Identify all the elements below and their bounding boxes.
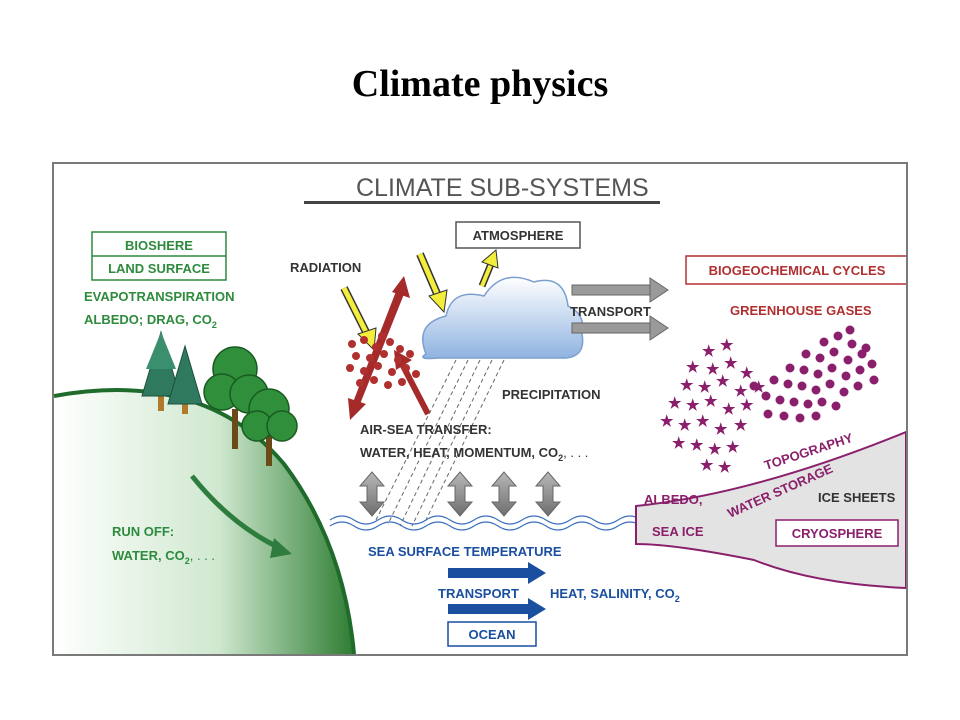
sea-surface-temperature-label: SEA SURFACE TEMPERATURE: [368, 544, 562, 559]
svg-text:★: ★: [740, 397, 754, 414]
incoming-radiation-arrow-icon: [416, 252, 448, 314]
ocean-transport-label: TRANSPORT: [438, 586, 519, 601]
cryosphere-box: [775, 519, 899, 547]
land-surface: [54, 390, 354, 654]
svg-text:★: ★: [702, 343, 716, 360]
land-surface-edge: [54, 388, 356, 654]
svg-text:★: ★: [734, 417, 748, 434]
svg-text:★: ★: [720, 337, 734, 354]
greenhouse-gas-molecules: [749, 325, 879, 423]
svg-text:★: ★: [714, 421, 728, 438]
deciduous-tree-icon: [203, 346, 269, 449]
climate-subsystems-diagram: CLIMATE SUB-SYSTEMS BIOSHERE LAND SURFAC…: [54, 174, 906, 654]
atmosphere-transport-label: TRANSPORT: [570, 304, 651, 319]
longwave-radiation-arrow-icon: [348, 284, 407, 420]
greenhouse-gas-stars: ★★★ ★★★ ★★★ ★★★ ★★★ ★★★ ★★★ ★★★ ★★★: [660, 337, 766, 476]
svg-text:★: ★: [696, 413, 710, 430]
svg-text:★: ★: [678, 417, 692, 434]
svg-text:★: ★: [680, 377, 694, 394]
svg-text:★: ★: [740, 365, 754, 382]
biogeochemical-cycles-label: BIOGEOCHEMICAL CYCLES: [709, 263, 886, 278]
atmosphere-transport-arrow-icon: [571, 315, 669, 341]
slide-title: Climate physics: [351, 63, 609, 105]
svg-text:★: ★: [726, 439, 740, 456]
conifer-tree-icon: [167, 344, 203, 414]
svg-text:★: ★: [668, 395, 682, 412]
air-sea-quantities-label: WATER, HEAT, MOMENTUM, CO2, . . .: [360, 445, 588, 463]
cryosphere-label: CRYOSPHERE: [792, 526, 883, 541]
svg-text:★: ★: [708, 441, 722, 458]
precipitation-lines: [375, 359, 505, 527]
incoming-radiation-arrow-icon: [340, 286, 377, 352]
svg-text:★: ★: [718, 459, 732, 476]
ocean-transport-arrow-icon: [448, 562, 546, 584]
sea-surface-waves: [329, 515, 643, 531]
diagram-header: CLIMATE SUB-SYSTEMS: [356, 174, 649, 202]
ocean-transport-arrow-icon: [448, 598, 546, 620]
land-surface-label: LAND SURFACE: [108, 261, 210, 276]
sea-ice-label: SEA ICE: [652, 524, 704, 539]
svg-text:★: ★: [700, 457, 714, 474]
cloud-icon: [422, 276, 584, 360]
deciduous-tree-icon: [241, 388, 298, 466]
albedo-label: ALBEDO,: [644, 492, 703, 507]
svg-text:★: ★: [690, 437, 704, 454]
svg-text:★: ★: [672, 435, 686, 452]
evapotranspiration-label: EVAPOTRANSPIRATION: [84, 289, 234, 304]
svg-text:★: ★: [722, 401, 736, 418]
ocean-heat-salinity-label: HEAT, SALINITY, CO2: [550, 586, 680, 604]
atmosphere-transport-arrow-icon: [571, 277, 669, 303]
svg-text:★: ★: [706, 361, 720, 378]
air-sea-exchange-arrow-icon: [534, 471, 562, 517]
svg-text:★: ★: [734, 383, 748, 400]
aerosol-particles: [346, 332, 420, 389]
svg-text:★: ★: [724, 355, 738, 372]
svg-text:★: ★: [704, 393, 718, 410]
ocean-box: [447, 621, 537, 647]
diagram-panel: CLIMATE SUB-SYSTEMS BIOSHERE LAND SURFAC…: [52, 162, 908, 656]
air-sea-exchange-arrow-icon: [446, 471, 474, 517]
runoff-label: RUN OFF:: [112, 524, 174, 539]
air-sea-exchange-arrow-icon: [490, 471, 518, 517]
svg-text:★: ★: [698, 379, 712, 396]
svg-text:★: ★: [716, 373, 730, 390]
atmosphere-label: ATMOSPHERE: [473, 228, 564, 243]
air-sea-transfer-label: AIR-SEA TRANSFER:: [360, 422, 492, 437]
reflected-radiation-arrow-icon: [478, 249, 499, 288]
header-underline: [304, 201, 660, 204]
longwave-radiation-arrow-icon: [394, 350, 431, 416]
bioshere-label: BIOSHERE: [125, 238, 193, 253]
runoff-arrow-icon: [190, 474, 292, 558]
svg-text:★: ★: [686, 397, 700, 414]
atmosphere-box: [455, 221, 581, 249]
ocean-label: OCEAN: [469, 627, 516, 642]
albedo-drag-label: ALBEDO; DRAG, CO2: [84, 312, 217, 330]
runoff-water-label: WATER, CO2, . . .: [112, 548, 215, 566]
biogeochemical-cycles-box: [685, 255, 906, 285]
conifer-tree-icon: [141, 330, 181, 411]
precipitation-label: PRECIPITATION: [502, 387, 600, 402]
svg-text:★: ★: [686, 359, 700, 376]
ice-sheets-label: ICE SHEETS: [818, 490, 896, 505]
greenhouse-gases-label: GREENHOUSE GASES: [730, 303, 872, 318]
svg-text:★: ★: [660, 413, 674, 430]
radiation-label: RADIATION: [290, 260, 361, 275]
cryosphere-region: [635, 430, 906, 590]
air-sea-exchange-arrow-icon: [358, 471, 386, 517]
